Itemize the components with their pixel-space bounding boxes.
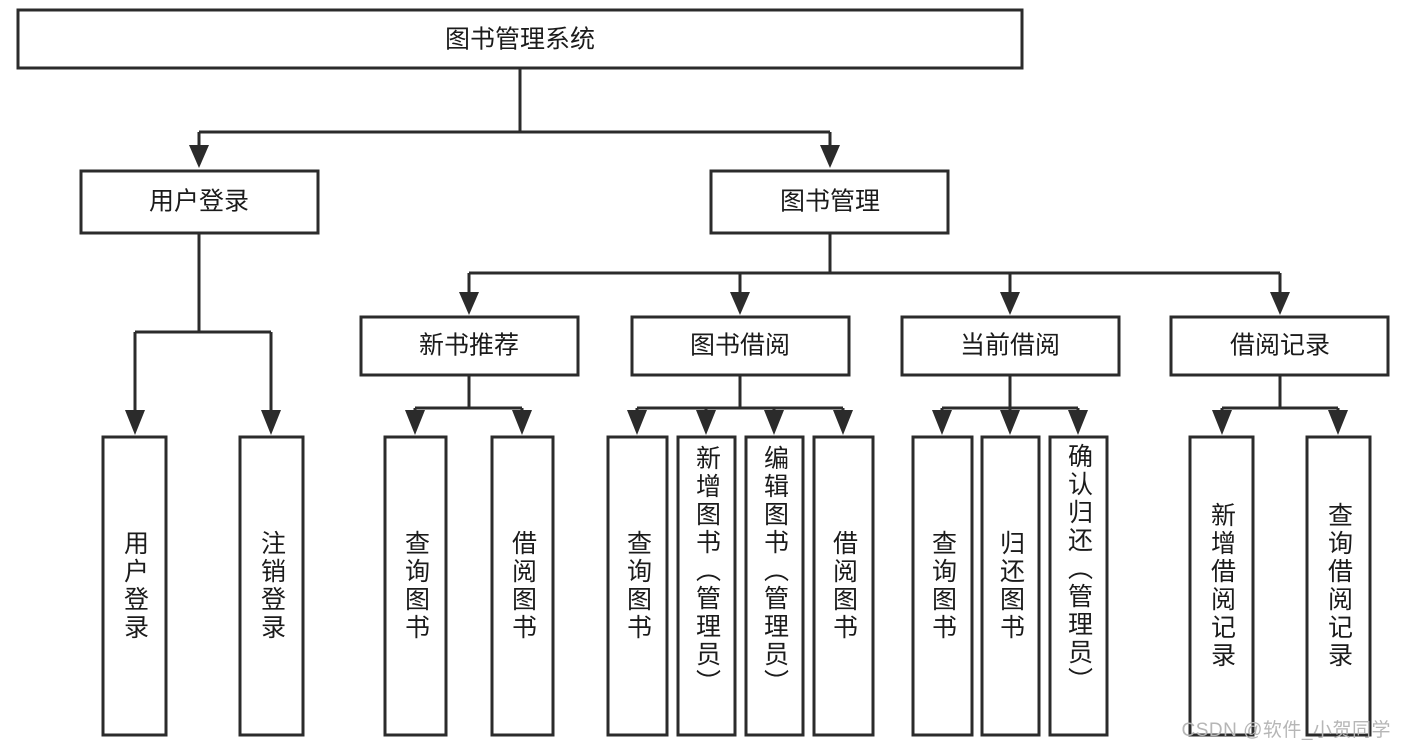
node-leaf-10-box[interactable]: [980, 435, 1041, 737]
leaf-boxes: [101, 435, 1372, 737]
node-leaf-9-box[interactable]: [911, 435, 974, 737]
connector-group-current-borrow: [932, 375, 1088, 435]
connector-group-root: [189, 69, 840, 168]
node-borrow-record[interactable]: 借阅记录: [1169, 315, 1390, 377]
node-book-borrow[interactable]: 图书借阅: [630, 315, 851, 377]
node-book-mgmt-label: 图书管理: [780, 188, 880, 216]
node-current-borrow[interactable]: 当前借阅: [900, 315, 1121, 377]
connector-group-book-mgmt: [459, 233, 1290, 315]
node-book-borrow-label: 图书借阅: [690, 332, 790, 360]
node-leaf-4-box[interactable]: [490, 435, 555, 737]
node-login-label: 用户登录: [149, 188, 249, 216]
connector-group-login: [125, 233, 281, 435]
arrow-head-leaf-11: [1068, 410, 1088, 435]
node-book-mgmt-box[interactable]: [709, 169, 950, 235]
node-root[interactable]: 图书管理系统: [16, 8, 1024, 70]
node-login-box[interactable]: [79, 169, 320, 235]
arrow-head-leaf-12: [1212, 410, 1232, 435]
node-new-book-rec[interactable]: 新书推荐: [359, 315, 580, 377]
node-new-book-rec-label: 新书推荐: [419, 332, 519, 360]
node-leaf-12-box[interactable]: [1188, 435, 1255, 737]
node-current-borrow-box[interactable]: [900, 315, 1121, 377]
node-borrow-record-box[interactable]: [1169, 315, 1390, 377]
arrow-head-book-borrow: [730, 292, 750, 315]
node-leaf-11-box[interactable]: [1048, 435, 1109, 737]
node-leaf-5-box[interactable]: [606, 435, 669, 737]
connector-group-new-book-rec: [405, 375, 532, 435]
arrow-head-leaf-3: [405, 410, 425, 435]
node-login[interactable]: 用户登录: [79, 169, 320, 235]
arrow-head-borrow-record: [1270, 292, 1290, 315]
node-leaf-7-box[interactable]: [744, 435, 805, 737]
node-root-label: 图书管理系统: [445, 26, 595, 54]
arrow-head-leaf-5: [627, 410, 647, 435]
node-leaf-13-box[interactable]: [1305, 435, 1372, 737]
arrow-head-login: [189, 145, 209, 168]
node-current-borrow-label: 当前借阅: [960, 332, 1060, 360]
node-leaf-8-box[interactable]: [812, 435, 875, 737]
node-leaf-3-box[interactable]: [383, 435, 448, 737]
arrow-head-leaf-13: [1328, 410, 1348, 435]
arrow-head-leaf-10: [1000, 410, 1020, 435]
connector-group-borrow-record: [1212, 375, 1348, 435]
arrow-head-new-book-rec: [459, 292, 479, 315]
arrow-head-leaf-7: [764, 410, 784, 435]
node-book-borrow-box[interactable]: [630, 315, 851, 377]
arrow-head-current-borrow: [1000, 292, 1020, 315]
arrow-head-leaf-1: [125, 410, 145, 435]
node-leaf-2-box[interactable]: [238, 435, 305, 737]
arrow-head-leaf-9: [932, 410, 952, 435]
arrow-head-leaf-6: [696, 410, 716, 435]
node-leaf-6-box[interactable]: [676, 435, 737, 737]
node-new-book-rec-box[interactable]: [359, 315, 580, 377]
node-leaf-1-box[interactable]: [101, 435, 168, 737]
connector-group-book-borrow: [627, 375, 853, 435]
node-root-box[interactable]: [16, 8, 1024, 70]
node-book-mgmt[interactable]: 图书管理: [709, 169, 950, 235]
arrow-head-leaf-2: [261, 410, 281, 435]
watermark-text: CSDN @软件_小贺同学: [1181, 720, 1391, 741]
arrow-head-leaf-4: [512, 410, 532, 435]
arrow-head-leaf-8: [833, 410, 853, 435]
node-borrow-record-label: 借阅记录: [1230, 332, 1330, 360]
arrow-head-book-mgmt: [820, 145, 840, 168]
